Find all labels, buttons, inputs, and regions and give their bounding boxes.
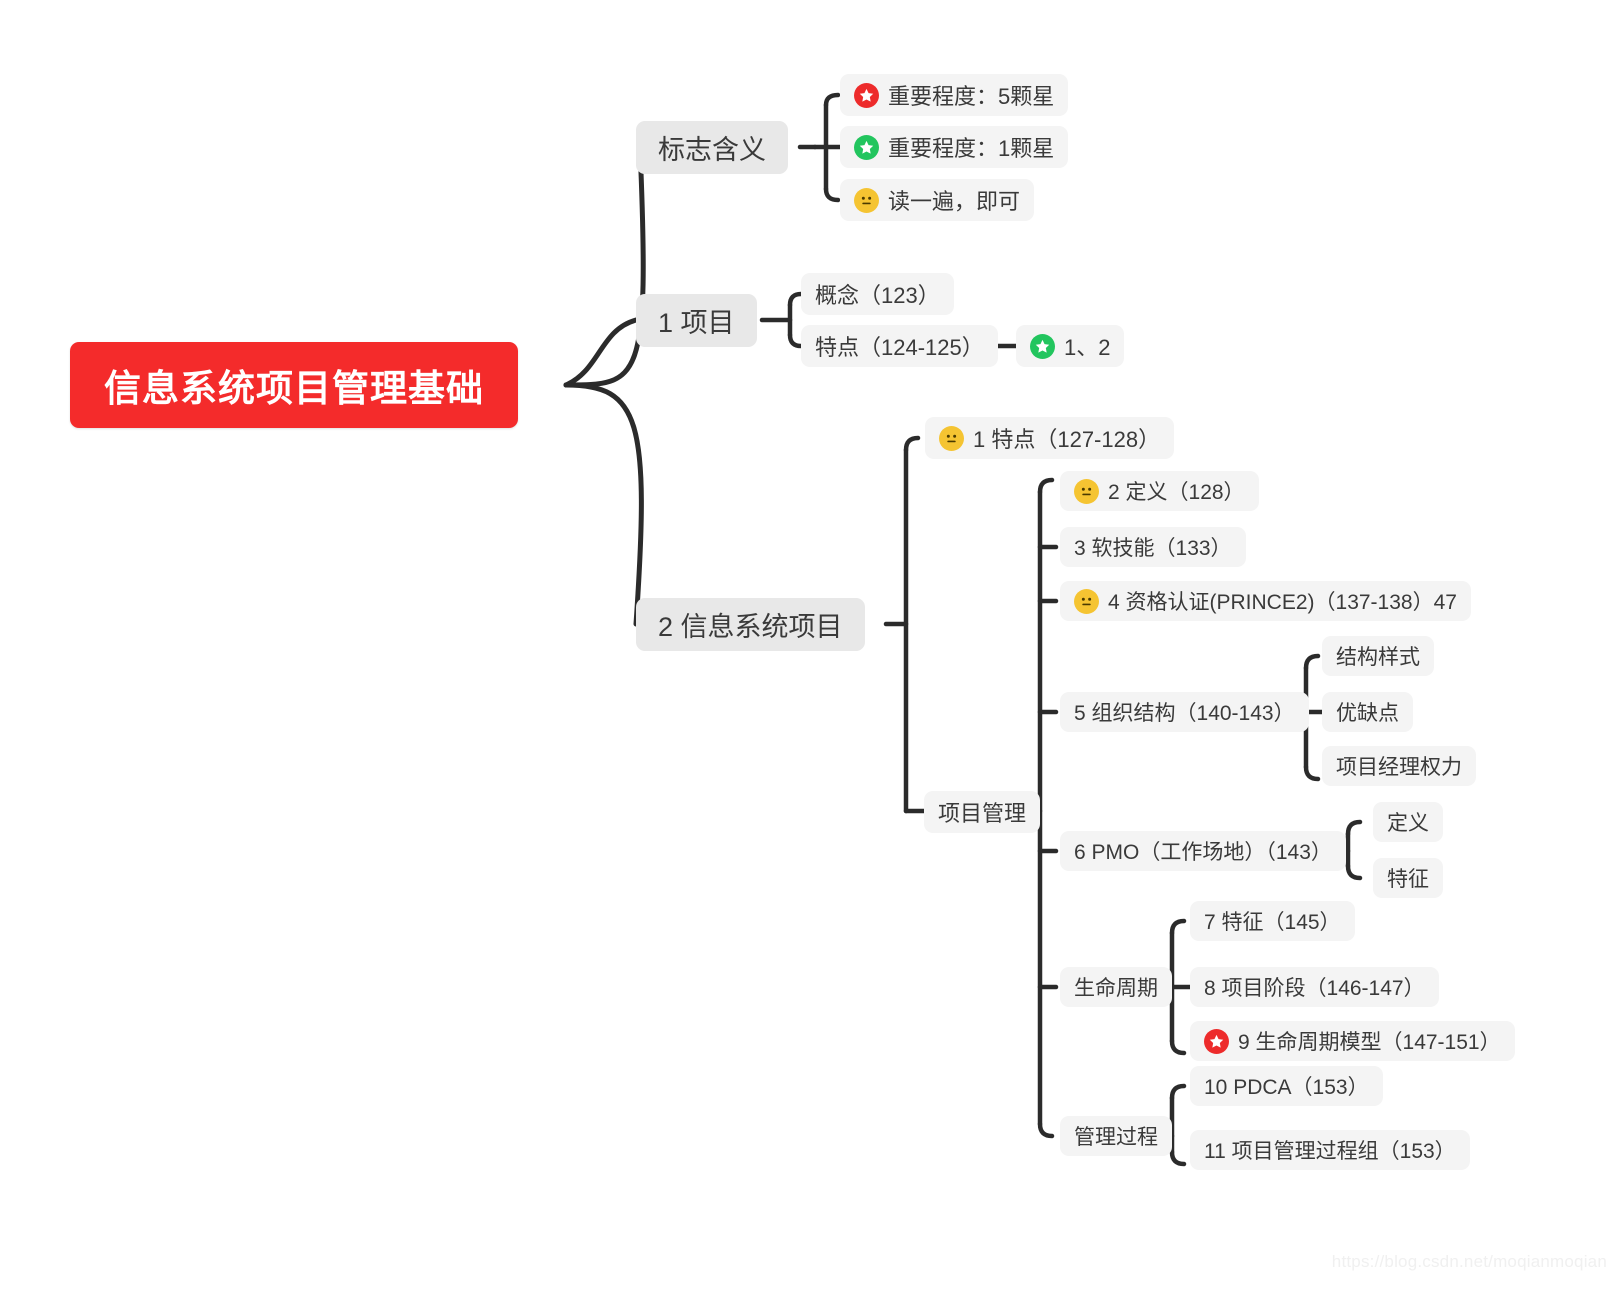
node-project-feature[interactable]: 特点（124-125） bbox=[801, 325, 998, 367]
link-root-b1 bbox=[563, 317, 639, 388]
node-project-feature-child-label: 1、2 bbox=[1064, 335, 1111, 360]
node-pm-org-structure[interactable]: 5 组织结构（140-143） bbox=[1060, 692, 1309, 732]
node-pdca-label: 10 PDCA（153） bbox=[1204, 1076, 1369, 1099]
branch-node-legend[interactable]: 标志含义 bbox=[636, 121, 788, 174]
node-management-process-label: 管理过程 bbox=[1074, 1126, 1158, 1149]
node-process-groups[interactable]: 11 项目管理过程组（153） bbox=[1190, 1130, 1470, 1170]
node-is-feature[interactable]: 1 特点（127-128） bbox=[925, 417, 1175, 459]
node-pm-definition-label: 2 定义（128） bbox=[1108, 481, 1245, 504]
node-pdca[interactable]: 10 PDCA（153） bbox=[1190, 1066, 1383, 1106]
root-node[interactable]: 信息系统项目管理基础 bbox=[70, 342, 518, 428]
node-project-feature-child[interactable]: 1、2 bbox=[1016, 325, 1125, 367]
node-pmo-definition[interactable]: 定义 bbox=[1373, 802, 1443, 842]
node-process-groups-label: 11 项目管理过程组（153） bbox=[1204, 1140, 1456, 1163]
star-green-icon bbox=[1030, 333, 1055, 359]
watermark: https://blog.csdn.net/moqianmoqian bbox=[1331, 1252, 1607, 1271]
branch-node-is-project-label: 2 信息系统项目 bbox=[658, 612, 843, 642]
node-project-concept-label: 概念（123） bbox=[815, 283, 940, 308]
neutral-face-icon bbox=[854, 187, 879, 213]
node-pmo-characteristics[interactable]: 特征 bbox=[1373, 858, 1443, 898]
node-pm-org-structure-label: 5 组织结构（140-143） bbox=[1074, 702, 1295, 725]
star-red-icon bbox=[854, 82, 879, 108]
node-legend-1star[interactable]: 重要程度：1颗星 bbox=[840, 126, 1069, 168]
node-pm-soft-skills[interactable]: 3 软技能（133） bbox=[1060, 527, 1246, 567]
node-org-style[interactable]: 结构样式 bbox=[1322, 636, 1434, 676]
node-pm-certification[interactable]: 4 资格认证(PRINCE2)（137-138）47 bbox=[1060, 581, 1471, 621]
node-pm-pmo-label: 6 PMO（工作场地）（143） bbox=[1074, 841, 1332, 864]
root-node-label: 信息系统项目管理基础 bbox=[104, 368, 484, 409]
node-lifecycle-phases-label: 8 项目阶段（146-147） bbox=[1204, 977, 1425, 1000]
node-pmo-characteristics-label: 特征 bbox=[1387, 868, 1429, 891]
node-pm-certification-label: 4 资格认证(PRINCE2)（137-138）47 bbox=[1108, 591, 1457, 614]
node-lifecycle[interactable]: 生命周期 bbox=[1060, 967, 1172, 1007]
node-org-pros-cons-label: 优缺点 bbox=[1336, 702, 1399, 725]
node-project-feature-label: 特点（124-125） bbox=[815, 335, 984, 360]
node-lifecycle-label: 生命周期 bbox=[1074, 977, 1158, 1000]
node-legend-5star-label: 重要程度：5颗星 bbox=[888, 84, 1055, 109]
node-org-pm-authority-label: 项目经理权力 bbox=[1336, 756, 1462, 779]
node-lifecycle-models-label: 9 生命周期模型（147-151） bbox=[1238, 1031, 1501, 1054]
neutral-face-icon bbox=[939, 425, 964, 451]
node-pm-definition[interactable]: 2 定义（128） bbox=[1060, 471, 1259, 511]
branch-node-project[interactable]: 1 项目 bbox=[636, 294, 757, 347]
neutral-face-icon bbox=[1074, 588, 1099, 614]
node-project-management-label: 项目管理 bbox=[938, 801, 1027, 826]
node-pmo-definition-label: 定义 bbox=[1387, 812, 1429, 835]
link-root-legend bbox=[563, 144, 646, 388]
neutral-face-icon bbox=[1074, 478, 1099, 504]
branch-node-project-label: 1 项目 bbox=[658, 308, 735, 338]
node-lifecycle-phases[interactable]: 8 项目阶段（146-147） bbox=[1190, 967, 1439, 1007]
node-org-style-label: 结构样式 bbox=[1336, 646, 1420, 669]
branch-node-is-project[interactable]: 2 信息系统项目 bbox=[636, 598, 865, 651]
node-legend-1star-label: 重要程度：1颗星 bbox=[888, 136, 1055, 161]
node-legend-read[interactable]: 读一遍，即可 bbox=[840, 179, 1035, 221]
star-green-icon bbox=[854, 134, 879, 160]
node-lifecycle-characteristics-label: 7 特征（145） bbox=[1204, 911, 1341, 934]
node-org-pm-authority[interactable]: 项目经理权力 bbox=[1322, 746, 1476, 786]
node-legend-5star[interactable]: 重要程度：5颗星 bbox=[840, 74, 1069, 116]
node-project-concept[interactable]: 概念（123） bbox=[801, 273, 954, 315]
node-project-management[interactable]: 项目管理 bbox=[924, 791, 1041, 833]
node-org-pros-cons[interactable]: 优缺点 bbox=[1322, 692, 1413, 732]
node-pm-soft-skills-label: 3 软技能（133） bbox=[1074, 537, 1232, 560]
node-lifecycle-models[interactable]: 9 生命周期模型（147-151） bbox=[1190, 1021, 1515, 1061]
node-pm-pmo[interactable]: 6 PMO（工作场地）（143） bbox=[1060, 831, 1346, 871]
node-management-process[interactable]: 管理过程 bbox=[1060, 1116, 1172, 1156]
star-red-icon bbox=[1204, 1028, 1229, 1054]
node-legend-read-label: 读一遍，即可 bbox=[888, 189, 1021, 214]
link-root-b2 bbox=[563, 382, 644, 627]
branch-node-legend-label: 标志含义 bbox=[658, 135, 766, 165]
node-is-feature-label: 1 特点（127-128） bbox=[973, 427, 1161, 452]
node-lifecycle-characteristics[interactable]: 7 特征（145） bbox=[1190, 901, 1355, 941]
